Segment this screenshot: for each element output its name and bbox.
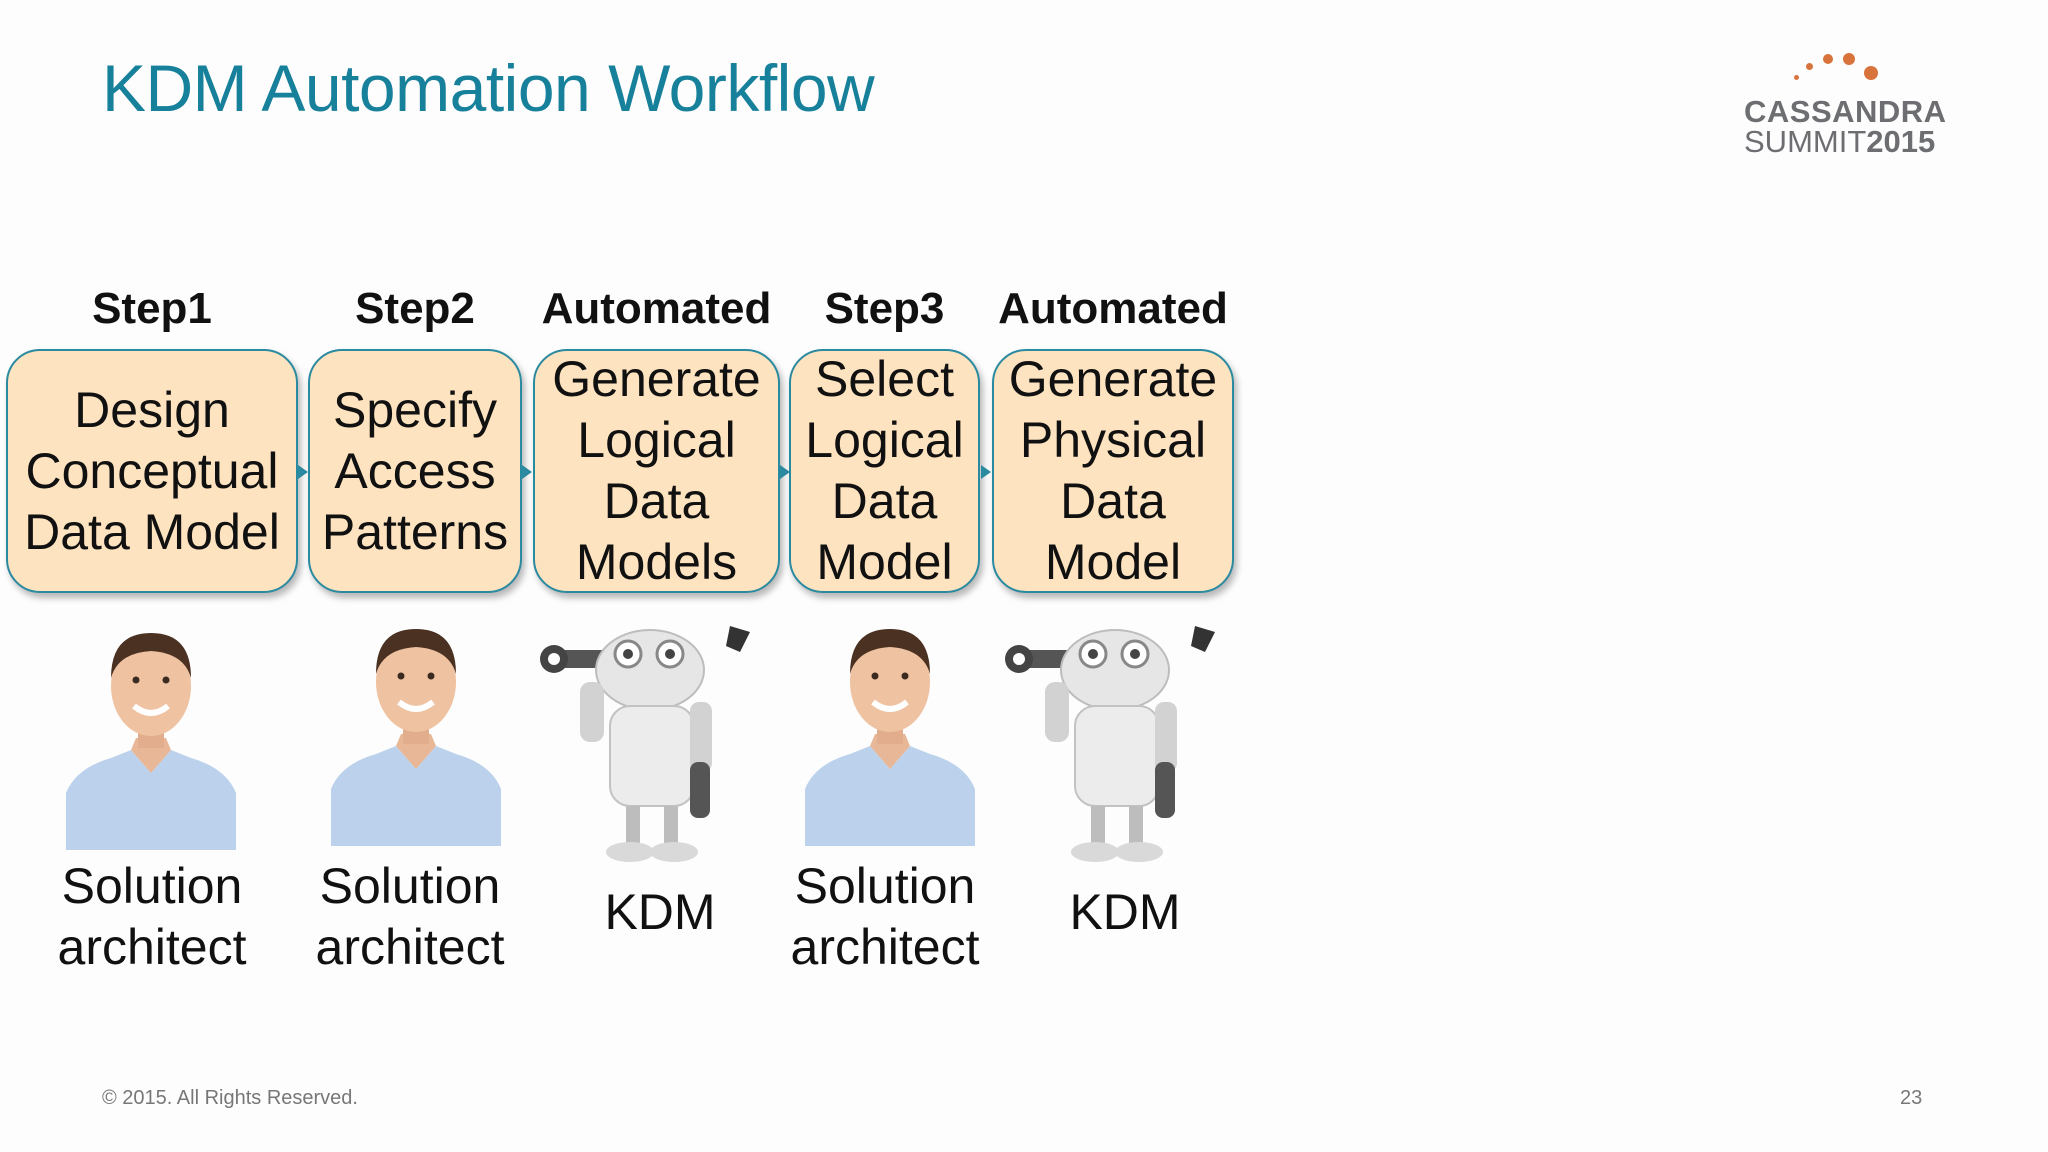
actor-label-2: Solution architect	[315, 858, 505, 975]
step-label-3: Automated	[541, 284, 772, 333]
person-photo	[331, 629, 501, 846]
logo-line2: SUMMIT2015	[1744, 124, 1936, 159]
actor-label-3: KDM	[604, 884, 716, 940]
step-label-4: Step3	[824, 284, 945, 333]
slide-title: KDM Automation Workflow	[102, 51, 875, 125]
cassandra-summit-logo: CASSANDRA SUMMIT2015	[1740, 48, 1950, 168]
arrow-icon	[981, 465, 991, 479]
step-label-1: Step1	[92, 284, 212, 333]
page-number: 23	[1900, 1087, 1923, 1109]
robot-image	[1005, 626, 1215, 862]
robot-image	[540, 626, 750, 862]
step-label-2: Step2	[355, 284, 475, 333]
logo-line1: CASSANDRA	[1744, 94, 1947, 129]
person-photo	[66, 633, 236, 850]
step-label-5: Automated	[998, 284, 1228, 333]
actor-label-4: Solution architect	[790, 858, 980, 975]
copyright-footer: © 2015. All Rights Reserved.	[102, 1087, 358, 1109]
person-photo	[805, 629, 975, 846]
arrow-icon	[780, 465, 790, 479]
arrow-icon	[522, 465, 532, 479]
actor-label-5: KDM	[1069, 884, 1181, 940]
arrow-icon	[298, 465, 308, 479]
actor-label-1: Solution architect	[57, 858, 247, 975]
